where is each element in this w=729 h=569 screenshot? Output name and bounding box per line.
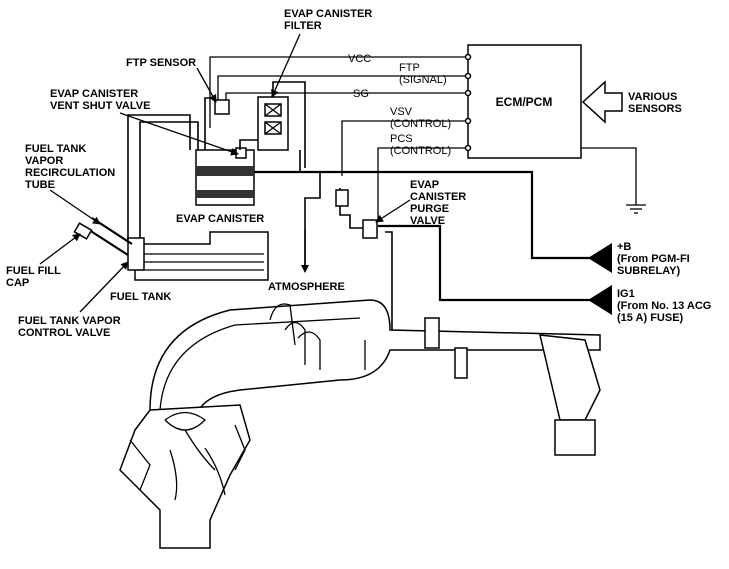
ftp-signal-label: FTP(SIGNAL) — [399, 62, 447, 86]
sg-label: SG — [353, 88, 369, 100]
vcc-label: VCC — [348, 53, 371, 65]
ftp-sensor — [214, 99, 230, 115]
evap-canister — [195, 147, 255, 206]
vsv-control-label: VSV(CONTROL) — [390, 106, 451, 130]
fuel-fill-neck — [73, 217, 133, 256]
engine-icon — [119, 404, 251, 549]
fuel-tank-label: FUEL TANK — [110, 291, 171, 303]
evap-canister-filter — [257, 96, 289, 151]
ecm-pcm-box: ECM/PCM — [467, 44, 582, 159]
ground-icon — [581, 147, 646, 214]
intake-manifold — [149, 299, 601, 456]
fuel-tank — [127, 231, 269, 281]
arrow-left-icon — [581, 80, 623, 124]
ecm-pcm-label: ECM/PCM — [496, 95, 553, 109]
ig1-label: IG1(From No. 13 ACG(15 A) FUSE) — [617, 288, 711, 324]
vapor-hoses — [127, 81, 393, 330]
atmosphere-label: ATMOSPHERE — [268, 281, 345, 293]
evap-canister-purge-valve — [335, 189, 378, 239]
evap-canister-label: EVAP CANISTER — [176, 213, 264, 225]
pcs-control-label: PCS(CONTROL) — [390, 133, 451, 157]
power-arrow-icon — [588, 243, 612, 315]
ftp-sensor-label: FTP SENSOR — [126, 57, 196, 69]
